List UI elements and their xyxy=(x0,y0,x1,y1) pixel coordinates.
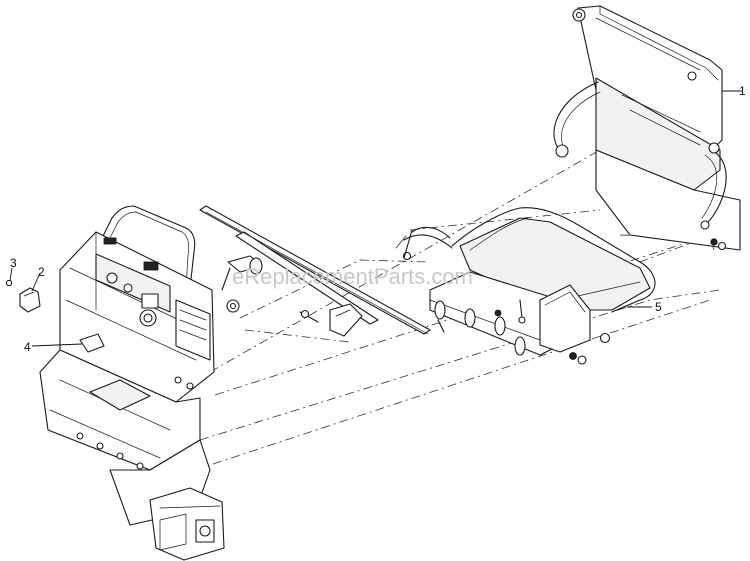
callout-4: 4 xyxy=(24,340,31,354)
callout-5: 5 xyxy=(655,300,662,314)
part-3-screw xyxy=(5,279,13,287)
assembly-guide-lines xyxy=(194,149,721,471)
part-4-bracket xyxy=(79,333,105,353)
part-5-tray-assembly xyxy=(395,207,656,365)
main-frame-assembly xyxy=(39,205,225,561)
part-1-cover-assembly xyxy=(553,5,741,251)
callout-1: 1 xyxy=(739,84,746,98)
part-2-bracket xyxy=(19,287,41,313)
callout-2: 2 xyxy=(38,265,45,279)
rail-assembly xyxy=(199,205,431,337)
callouts: 1 2 3 4 5 xyxy=(9,84,746,354)
callout-3: 3 xyxy=(10,256,17,270)
watermark-text: eReplacementParts.com xyxy=(232,264,473,289)
